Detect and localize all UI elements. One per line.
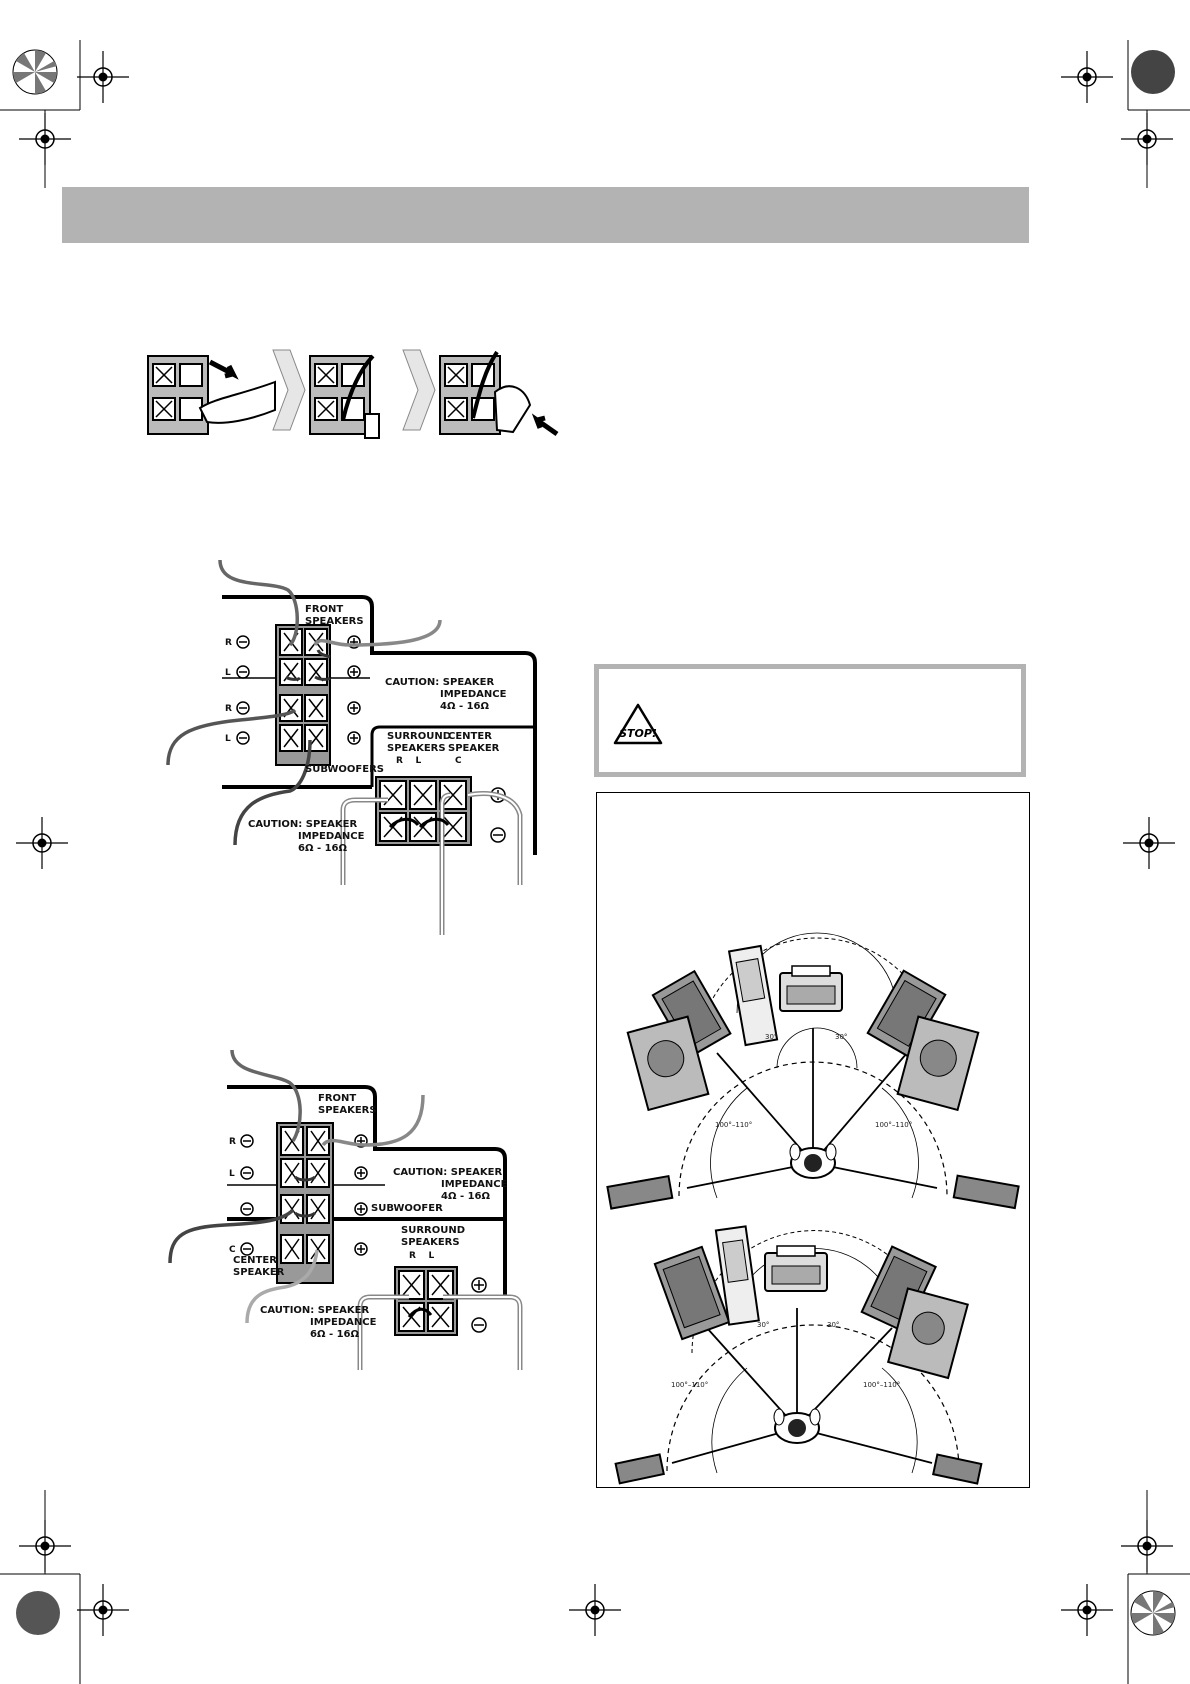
row-label-l1: L bbox=[225, 668, 231, 678]
row-label-r1: R bbox=[225, 638, 232, 648]
caution-6-16-line2-b: IMPEDANCE bbox=[310, 1317, 377, 1328]
caution-4-16-line3-b: 4Ω - 16Ω bbox=[441, 1191, 490, 1202]
surround-rl-label-b: R L bbox=[409, 1251, 435, 1261]
row-label-l2: L bbox=[225, 734, 231, 744]
center-c-label: C bbox=[455, 756, 462, 766]
caution-4-16-line2: IMPEDANCE bbox=[440, 689, 507, 700]
speaker-terminal-diagram-a: FRONT SPEAKERS R L R L CAUTION: SPEAKER … bbox=[150, 555, 550, 945]
front-angle-left-bottom: 30° bbox=[757, 1321, 770, 1329]
caution-6-16-line2: IMPEDANCE bbox=[298, 831, 365, 842]
center-speaker-label: CENTER SPEAKER bbox=[448, 731, 500, 754]
speaker-layout-top: 30° 30° 100°–110° 100°–110° bbox=[597, 932, 1031, 1213]
surround-speakers-label-b: SURROUND SPEAKERS bbox=[401, 1225, 466, 1248]
row-label-c-b: C bbox=[229, 1245, 236, 1255]
speaker-layout-bottom: 30° 30° 100°–110° 100°–110° bbox=[597, 1223, 1031, 1488]
caution-4-16-line1-b: CAUTION: SPEAKER bbox=[393, 1167, 503, 1178]
speaker-layout-box: 30° 30° 100°–110° 100°–110° bbox=[596, 792, 1030, 1488]
caution-6-16-line3: 6Ω - 16Ω bbox=[298, 843, 347, 854]
surround-angle-left-top: 100°–110° bbox=[715, 1121, 753, 1129]
caution-6-16-line3-b: 6Ω - 16Ω bbox=[310, 1329, 359, 1340]
caution-4-16-line2-b: IMPEDANCE bbox=[441, 1179, 508, 1190]
stop-icon: STOP! bbox=[613, 703, 663, 747]
caution-6-16-line1-b: CAUTION: SPEAKER bbox=[260, 1305, 370, 1316]
front-angle-right-bottom: 30° bbox=[827, 1321, 840, 1329]
center-speaker-label-b: CENTER SPEAKER bbox=[233, 1255, 285, 1278]
warning-box: STOP! bbox=[594, 664, 1026, 777]
front-angle-right-top: 30° bbox=[835, 1033, 848, 1041]
terminal-steps-illustration bbox=[145, 349, 565, 450]
stop-icon-text: STOP! bbox=[619, 727, 657, 740]
surround-angle-right-top: 100°–110° bbox=[875, 1121, 913, 1129]
speaker-terminal-diagram-b: FRONT SPEAKERS R L C CAUTION: SPEAKER IM… bbox=[165, 1045, 545, 1385]
surround-angle-left-bottom: 100°–110° bbox=[671, 1381, 709, 1389]
row-label-l-b: L bbox=[229, 1169, 235, 1179]
caution-6-16-line1: CAUTION: SPEAKER bbox=[248, 819, 358, 830]
surround-angle-right-bottom: 100°–110° bbox=[863, 1381, 901, 1389]
header-band bbox=[62, 187, 1029, 243]
subwoofers-label: SUBWOOFERS bbox=[305, 764, 384, 775]
row-label-r-b: R bbox=[229, 1137, 236, 1147]
subwoofer-label-b: SUBWOOFER bbox=[371, 1203, 443, 1214]
caution-4-16-line3: 4Ω - 16Ω bbox=[440, 701, 489, 712]
row-label-r2: R bbox=[225, 704, 232, 714]
front-speakers-label: FRONT SPEAKERS bbox=[305, 604, 364, 627]
surround-rl-label: R L bbox=[396, 756, 422, 766]
front-speakers-label-b: FRONT SPEAKERS bbox=[318, 1093, 377, 1116]
caution-4-16-line1: CAUTION: SPEAKER bbox=[385, 677, 495, 688]
surround-speakers-label: SURROUND SPEAKERS bbox=[387, 731, 452, 754]
front-angle-left-top: 30° bbox=[765, 1033, 778, 1041]
